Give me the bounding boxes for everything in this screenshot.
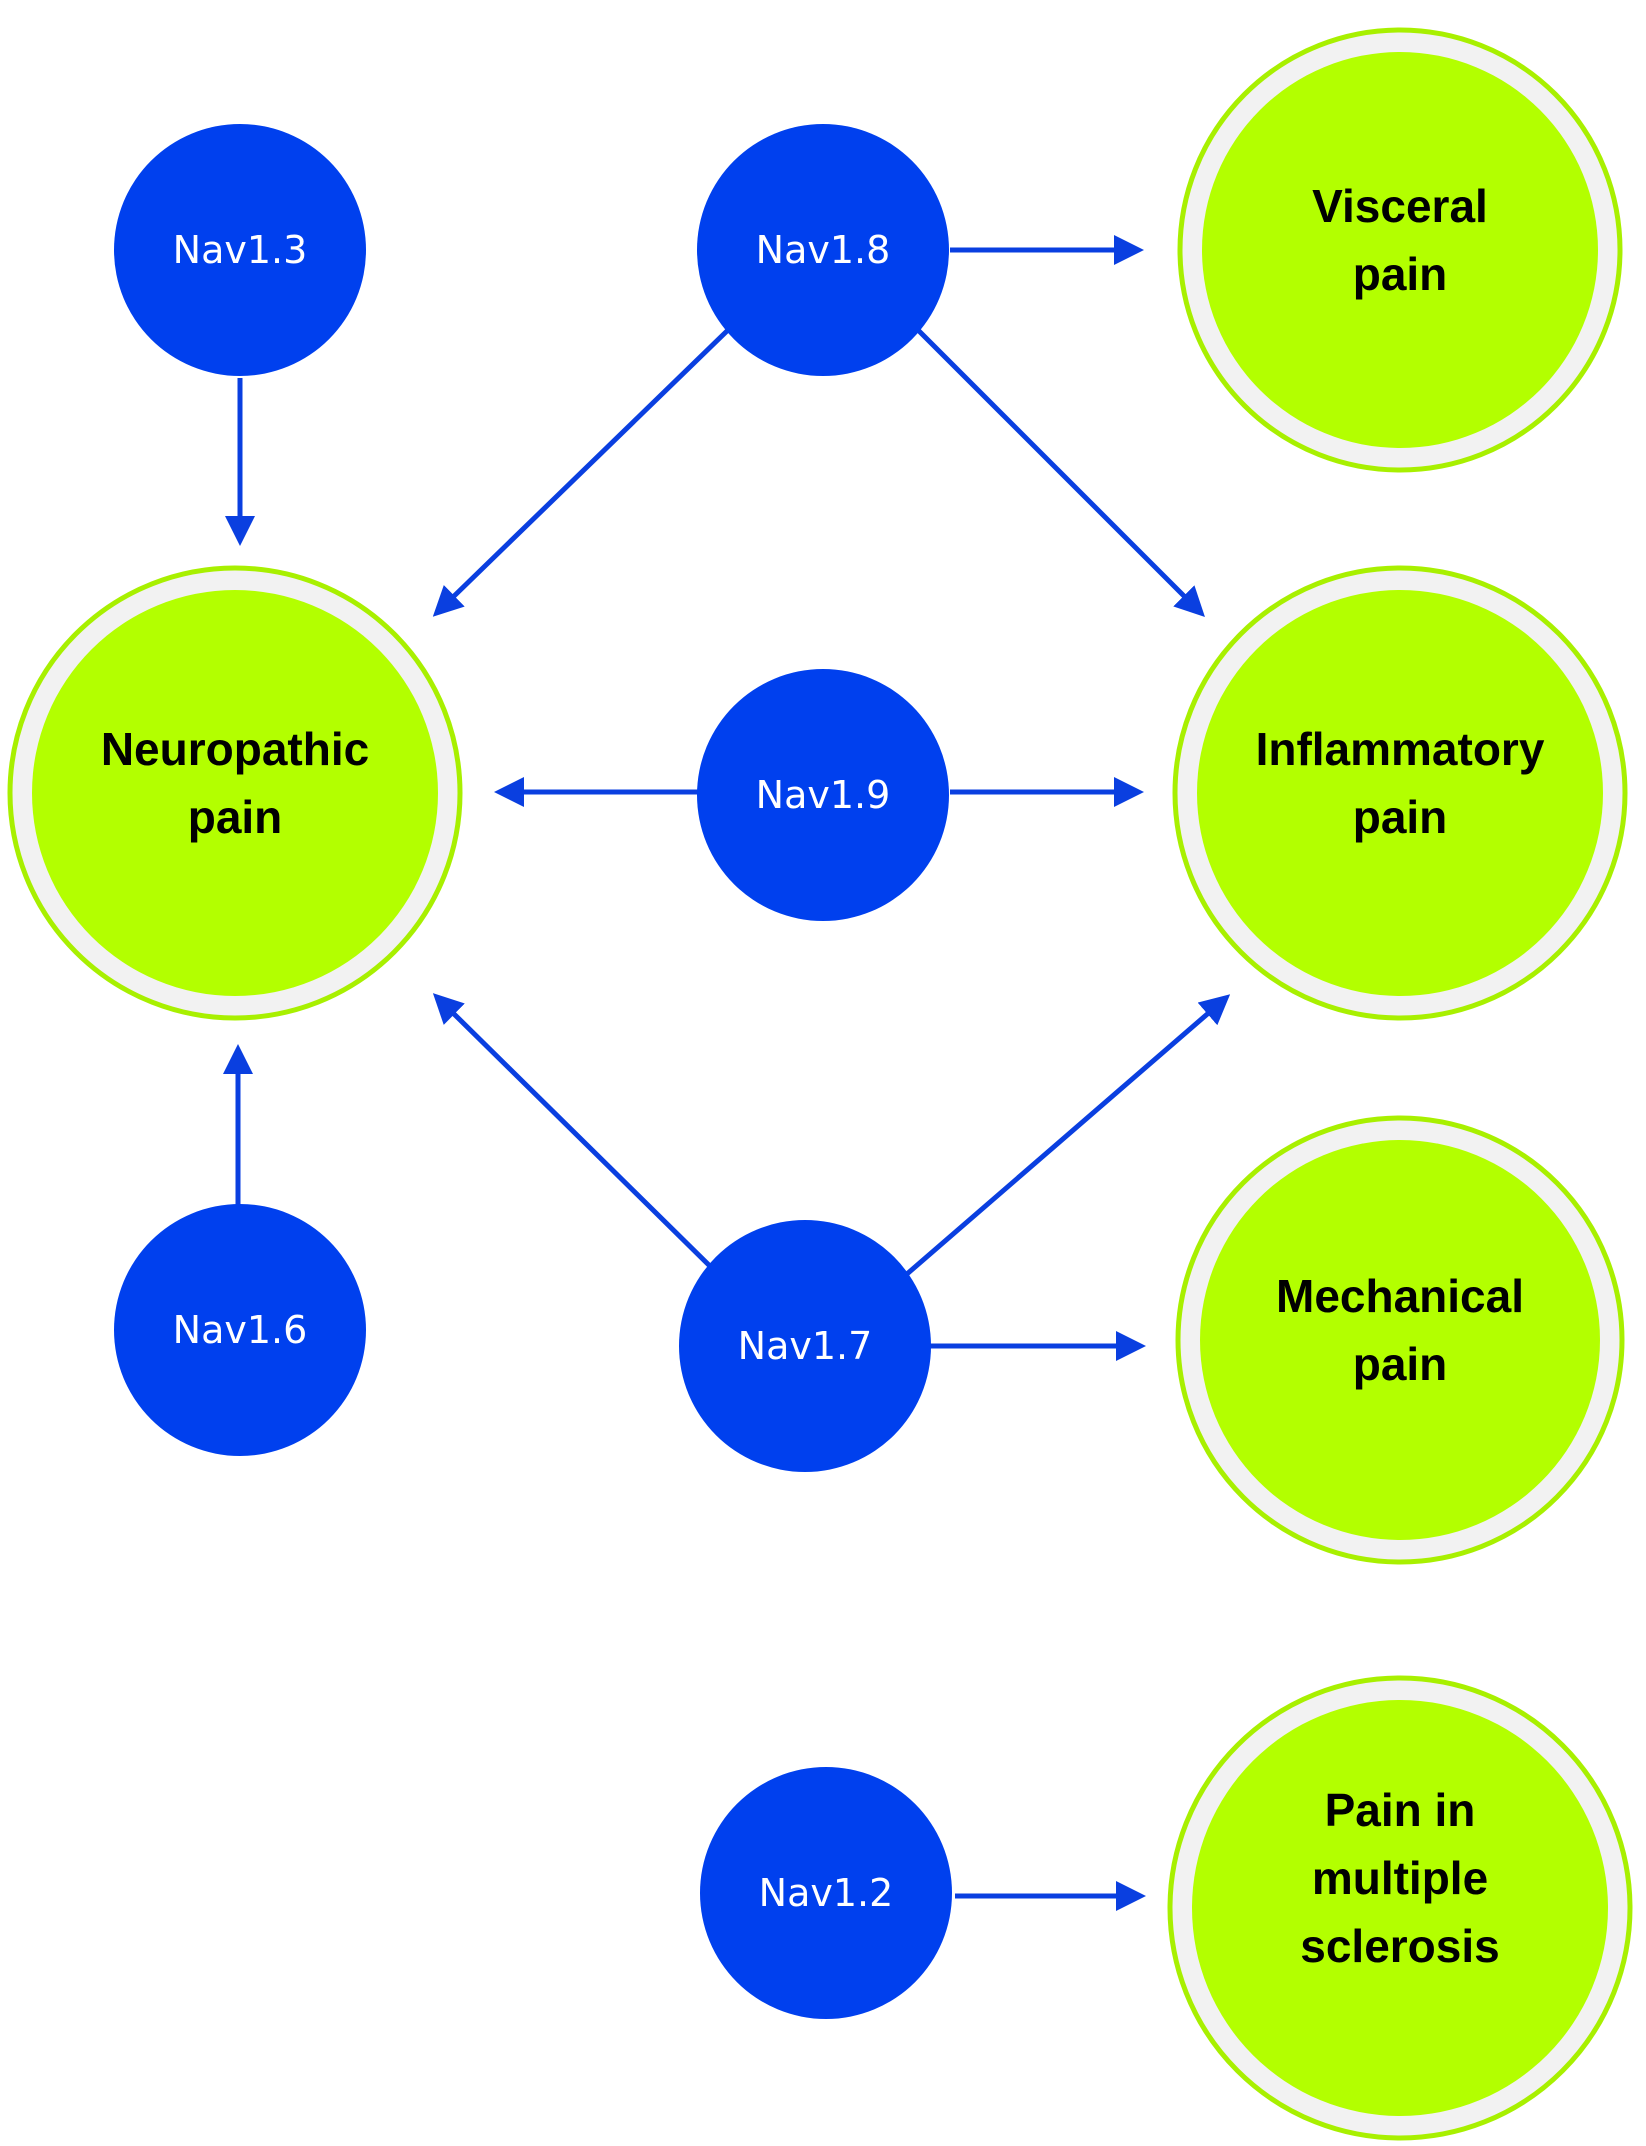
channel-label: Nav1.9 — [756, 773, 891, 817]
channel-label: Nav1.8 — [756, 228, 891, 272]
arrow-nav18-inflammatory — [916, 328, 1205, 617]
pain-node-fill — [1200, 1140, 1600, 1540]
channel-node-nav13: Nav1.3 — [114, 124, 366, 376]
channel-node-nav16: Nav1.6 — [114, 1204, 366, 1456]
channel-label: Nav1.3 — [173, 228, 308, 272]
pain-node-neuropathic: Neuropathic pain — [7, 565, 463, 1021]
channel-circle — [697, 669, 949, 921]
pain-node-inflammatory: Inflammatory pain — [1172, 565, 1628, 1021]
channel-node-nav19: Nav1.9 — [697, 669, 949, 921]
pain-label-line: Pain in — [1325, 1784, 1476, 1836]
pain-label-line: sclerosis — [1300, 1920, 1499, 1972]
pain-label-line: pain — [1353, 248, 1448, 300]
pain-node-mechanical: Mechanical pain — [1175, 1115, 1625, 1565]
channel-node-nav18: Nav1.8 — [697, 124, 949, 376]
pain-nodes-layer: Visceral pain Neuropathic pain Inflammator… — [7, 27, 1633, 2141]
pain-node-ms: Pain in multiple sclerosis — [1167, 1675, 1633, 2141]
channel-node-nav17: Nav1.7 — [679, 1220, 931, 1472]
arrows-layer — [223, 235, 1231, 1911]
channel-circle — [697, 124, 949, 376]
channel-label: Nav1.7 — [738, 1324, 873, 1368]
pain-node-fill — [1197, 590, 1603, 996]
pain-label-line: Mechanical — [1276, 1270, 1524, 1322]
arrow-nav17-inflammatory — [898, 994, 1231, 1282]
pain-label-line: pain — [188, 791, 283, 843]
channel-circle — [114, 124, 366, 376]
pain-label-line: pain — [1353, 791, 1448, 843]
pain-node-fill — [32, 590, 438, 996]
pain-label-line: Neuropathic — [101, 723, 369, 775]
channel-node-nav12: Nav1.2 — [700, 1767, 952, 2019]
channel-circle — [114, 1204, 366, 1456]
pain-label-line: multiple — [1312, 1852, 1488, 1904]
channel-nodes-layer: Nav1.3 Nav1.8 Nav1.9 Nav1.6 Nav1.7 Nav1.… — [114, 124, 952, 2019]
pain-label-line: Inflammatory — [1256, 723, 1545, 775]
arrow-nav18-neuropathic — [432, 328, 730, 617]
pain-label-line: pain — [1353, 1338, 1448, 1390]
pain-node-fill — [1192, 1700, 1608, 2116]
channel-circle — [679, 1220, 931, 1472]
pain-node-fill — [1202, 52, 1598, 448]
pain-label-line: Visceral — [1312, 180, 1488, 232]
channel-circle — [700, 1767, 952, 2019]
channel-label: Nav1.6 — [173, 1308, 308, 1352]
channel-label: Nav1.2 — [759, 1871, 894, 1915]
pain-node-visceral: Visceral pain — [1177, 27, 1623, 473]
arrow-nav17-neuropathic — [432, 993, 722, 1278]
